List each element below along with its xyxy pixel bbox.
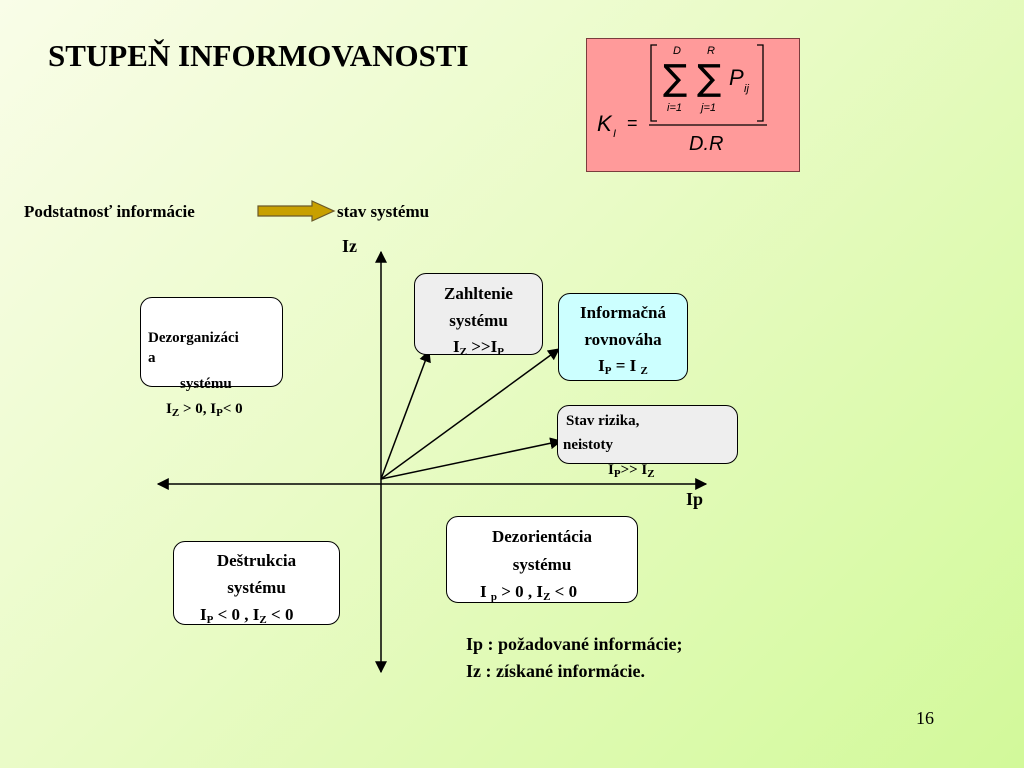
dezorganizacia-box [140,297,283,387]
riziko-line1: Stav rizika, [566,413,640,429]
formula-term: P [729,65,744,90]
dezorganizacia-condition: IZ > 0, IP< 0 [166,401,243,419]
page-title: STUPEŇ INFORMOVANOSTI [48,38,469,73]
formula-brackets [649,44,767,126]
dezorientacia-box [446,516,638,603]
destrukcia-line2: systému [227,578,286,597]
zahltenie-line2: systému [449,311,508,330]
rovnovaha-box [558,293,688,381]
sum-inner-icon: ∑ [697,58,722,99]
sum-outer-icon: ∑ [663,58,688,99]
formula-term-sub: ij [744,83,749,95]
rovnovaha-condition: IP = I Z [598,356,648,377]
legend-ip: Ip : požadované informácie; [466,634,683,654]
formula-equals: = [627,113,638,133]
sum-inner-upper: R [707,45,715,57]
formula-lhs: K [597,111,612,136]
zahltenie-condition: IZ >>IP [453,337,504,358]
dezorientacia-condition: I p > 0 , IZ < 0 [480,582,578,603]
relation-arrow-icon [257,200,336,222]
page-number: 16 [916,708,934,728]
legend-iz: Iz : získané informácie. [466,661,645,681]
sum-inner-lower: j=1 [701,102,716,114]
dezorganizacia-line1: Dezorganizáci [148,330,239,346]
rovnovaha-line2: rovnováha [584,330,662,349]
zahltenie-line1: Zahltenie [444,284,513,303]
dezorientacia-line2: systému [512,555,572,574]
formula-box: D ∑ i=1 R ∑ j=1 P ij K I = D.R [586,38,800,172]
dezorganizacia-line3: systému [180,376,232,392]
destrukcia-condition: IP < 0 , IZ < 0 [200,605,294,626]
x-axis-label: Ip [686,489,704,509]
formula-denominator: D.R [689,133,724,155]
dezorganizacia-line2: a [148,350,156,366]
sum-outer-lower: i=1 [667,102,682,114]
vector-zahltenie [380,349,431,480]
riziko-box [557,405,738,464]
rovnovaha-line1: Informačná [580,303,666,322]
dezorientacia-line1: Dezorientácia [491,527,593,546]
vector-rovnovaha [380,348,560,480]
destrukcia-line1: Deštrukcia [216,551,297,570]
formula-lhs-sub: I [613,128,617,140]
riziko-line2: neistoty [563,437,613,453]
riziko-condition: IP>> IZ [608,462,655,480]
zahltenie-box [414,273,543,355]
vector-riziko [380,437,563,480]
sum-outer-upper: D [673,45,681,57]
relation-left-label: Podstatnosť informácie [24,202,195,221]
y-axis-label: Iz [342,236,357,256]
relation-right-label: stav systému [337,202,430,221]
destrukcia-box [173,541,340,625]
